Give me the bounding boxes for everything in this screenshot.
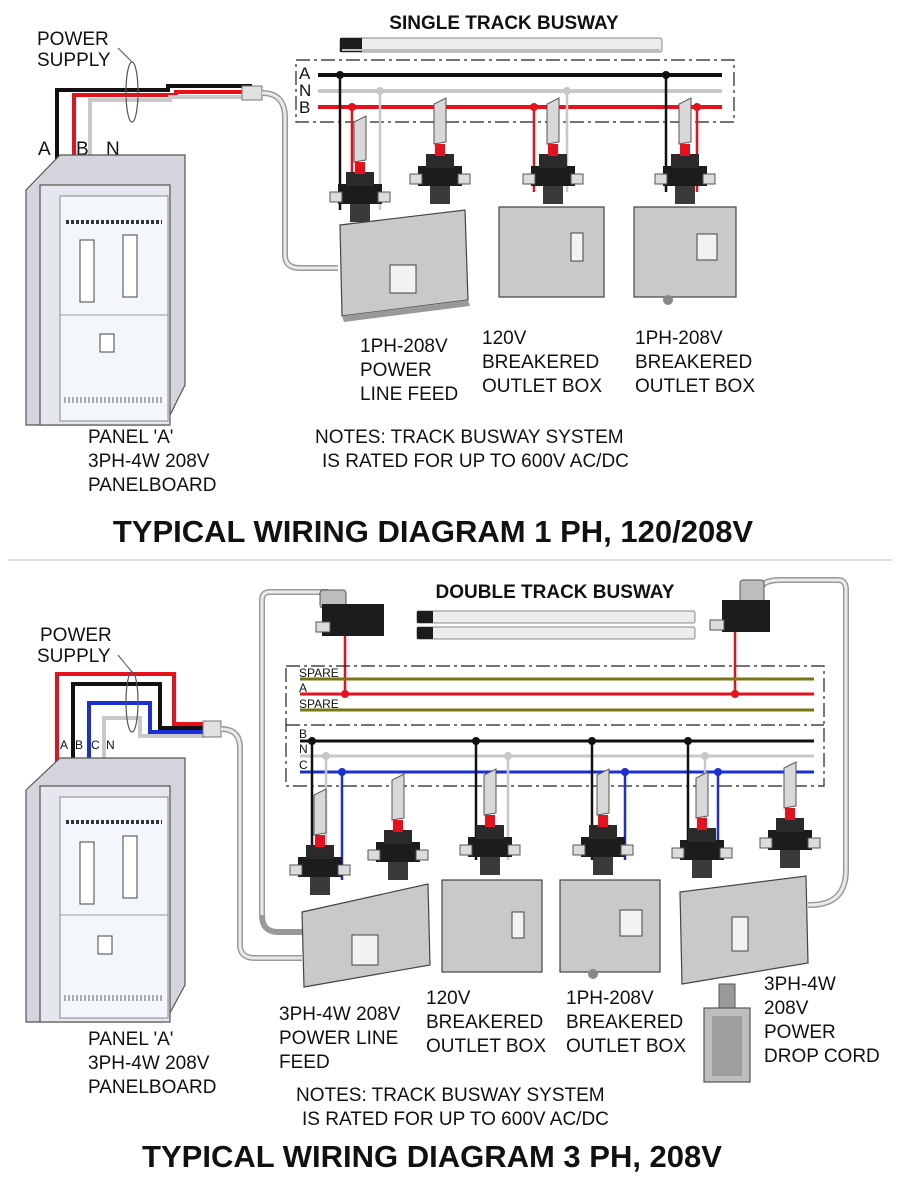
box-label: 120V xyxy=(482,328,527,349)
notes-line: NOTES: TRACK BUSWAY SYSTEM xyxy=(296,1085,605,1106)
box-label: DROP CORD xyxy=(764,1046,880,1067)
panel-label: PANEL 'A' xyxy=(88,427,173,448)
bus-enclosure-2 xyxy=(285,665,825,787)
supply-letter: C xyxy=(91,738,100,752)
box-label: 120V xyxy=(426,988,471,1009)
power-supply-label: SUPPLY xyxy=(37,50,111,71)
bus-label: B xyxy=(299,727,307,741)
bus-label: A xyxy=(299,681,307,695)
208v-outlet-box-1 xyxy=(633,206,737,305)
taps-2 xyxy=(289,737,821,896)
box-label: BREAKERED xyxy=(566,1012,683,1033)
single-track-busway-graphic xyxy=(339,37,663,53)
box-label: 1PH-208V xyxy=(635,328,723,349)
box-label: 3PH-4W xyxy=(764,974,836,995)
notes-line: IS RATED FOR UP TO 600V AC/DC xyxy=(302,1109,609,1130)
box-label: OUTLET BOX xyxy=(566,1036,686,1057)
120v-outlet-box-2 xyxy=(441,879,543,973)
box-label: BREAKERED xyxy=(482,352,599,373)
power-supply-label: SUPPLY xyxy=(37,646,111,667)
box-label: 1PH-208V xyxy=(566,988,654,1009)
panel-label: 3PH-4W 208V xyxy=(88,1053,210,1074)
120v-outlet-box-1 xyxy=(498,206,605,298)
panel-label: PANELBOARD xyxy=(88,475,216,496)
bus-label: B xyxy=(299,98,310,117)
notes-line: NOTES: TRACK BUSWAY SYSTEM xyxy=(315,427,624,448)
power-supply-label: POWER xyxy=(37,29,109,50)
supply-letter: B xyxy=(75,738,83,752)
bus-enclosure-1 xyxy=(295,59,735,123)
top-taps-2 xyxy=(259,577,849,915)
power-supply-label: POWER xyxy=(40,625,112,646)
bus-label: SPARE xyxy=(299,697,339,711)
box-label: BREAKERED xyxy=(635,352,752,373)
box-label: OUTLET BOX xyxy=(482,376,602,397)
double-track-busway-graphic xyxy=(416,610,696,640)
box-label: FEED xyxy=(279,1052,330,1073)
power-line-feed-box-1 xyxy=(339,209,470,322)
panel-label: 3PH-4W 208V xyxy=(88,451,210,472)
box-label: BREAKERED xyxy=(426,1012,543,1033)
panelboard-1 xyxy=(25,154,186,426)
supply-letter: N xyxy=(106,738,115,752)
box-label: LINE FEED xyxy=(360,384,458,405)
supply-cables-1 xyxy=(55,47,338,271)
busway-title-1: SINGLE TRACK BUSWAY xyxy=(389,13,619,34)
box-label: 3PH-4W 208V xyxy=(279,1004,401,1025)
bus-label: C xyxy=(299,758,308,772)
power-drop-cord-box-2 xyxy=(679,875,809,1083)
bus-label: SPARE xyxy=(299,666,339,680)
panel-label: PANELBOARD xyxy=(88,1077,216,1098)
box-label: 1PH-208V xyxy=(360,336,448,357)
panel-label: PANEL 'A' xyxy=(88,1029,173,1050)
supply-cables-2 xyxy=(55,654,302,961)
bus-label: N xyxy=(299,81,311,100)
box-label: 208V xyxy=(764,998,809,1019)
box-label: POWER xyxy=(764,1022,836,1043)
busway-title-2: DOUBLE TRACK BUSWAY xyxy=(436,582,675,603)
box-label: OUTLET BOX xyxy=(426,1036,546,1057)
diagram-title-2: TYPICAL WIRING DIAGRAM 3 PH, 208V xyxy=(142,1139,722,1174)
bus-label: A xyxy=(299,64,311,83)
panelboard-2 xyxy=(25,757,186,1023)
power-line-feed-box-2 xyxy=(301,883,431,988)
box-label: OUTLET BOX xyxy=(635,376,755,397)
box-label: POWER xyxy=(360,360,432,381)
box-label: POWER LINE xyxy=(279,1028,398,1049)
taps-1 xyxy=(329,71,716,223)
supply-letter: A xyxy=(60,738,68,752)
supply-letter: A xyxy=(38,139,51,160)
diagram-1: SINGLE TRACK BUSWAY A N B POWER SUPPLY A… xyxy=(25,13,755,549)
bus-label: N xyxy=(299,742,308,756)
diagram-title-1: TYPICAL WIRING DIAGRAM 1 PH, 120/208V xyxy=(113,514,754,549)
notes-line: IS RATED FOR UP TO 600V AC/DC xyxy=(322,451,629,472)
208v-outlet-box-2 xyxy=(559,879,661,979)
diagram-2: DOUBLE TRACK BUSWAY xyxy=(25,577,880,1174)
